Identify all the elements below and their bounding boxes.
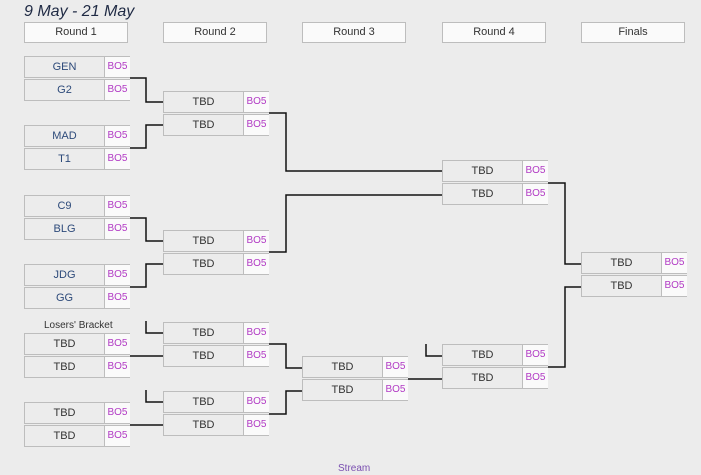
match-row[interactable]: C9 BO5: [24, 195, 130, 217]
format-badge: BO5: [243, 392, 269, 412]
format-badge: BO5: [243, 115, 269, 135]
team-name: TBD: [53, 361, 76, 373]
team-name: TBD: [610, 280, 633, 292]
format-badge: BO5: [104, 126, 130, 146]
format-badge: BO5: [243, 254, 269, 274]
team-name: TBD: [192, 258, 215, 270]
format-badge: BO5: [522, 345, 548, 365]
team-name: TBD: [192, 419, 215, 431]
format-badge: BO5: [382, 357, 408, 377]
format-badge: BO5: [243, 415, 269, 435]
match-row[interactable]: GEN BO5: [24, 56, 130, 78]
team-name: TBD: [53, 430, 76, 442]
team-name: TBD: [471, 188, 494, 200]
team-name: TBD: [192, 396, 215, 408]
team-name: TBD: [610, 257, 633, 269]
format-badge: BO5: [104, 288, 130, 308]
team-name: TBD: [471, 372, 494, 384]
format-badge: BO5: [104, 334, 130, 354]
date-range: 9 May - 21 May: [24, 3, 135, 20]
format-badge: BO5: [104, 426, 130, 446]
team-name: TBD: [331, 361, 354, 373]
match-row[interactable]: TBD BO5: [581, 275, 687, 297]
losers-bracket-label: Losers' Bracket: [44, 320, 113, 331]
team-name: TBD: [192, 119, 215, 131]
team-name: GEN: [52, 61, 77, 73]
match-row[interactable]: TBD BO5: [163, 345, 269, 367]
team-name: TBD: [331, 384, 354, 396]
format-badge: BO5: [243, 323, 269, 343]
format-badge: BO5: [104, 57, 130, 77]
match-row[interactable]: TBD BO5: [442, 160, 548, 182]
format-badge: BO5: [522, 368, 548, 388]
format-badge: BO5: [661, 253, 687, 273]
match-row[interactable]: TBD BO5: [163, 414, 269, 436]
match-row[interactable]: TBD BO5: [163, 322, 269, 344]
format-badge: BO5: [104, 80, 130, 100]
format-badge: BO5: [243, 346, 269, 366]
round-3-header: Round 3: [302, 22, 406, 43]
match-row[interactable]: TBD BO5: [302, 379, 408, 401]
match-row[interactable]: TBD BO5: [24, 333, 130, 355]
match-row[interactable]: TBD BO5: [442, 183, 548, 205]
stream-link[interactable]: Stream: [338, 463, 371, 474]
round-4-header: Round 4: [442, 22, 546, 43]
team-name: C9: [57, 200, 72, 212]
team-name: GG: [55, 292, 74, 304]
team-name: TBD: [53, 338, 76, 350]
match-row[interactable]: T1 BO5: [24, 148, 130, 170]
team-name: G2: [57, 84, 72, 96]
match-row[interactable]: TBD BO5: [24, 402, 130, 424]
team-name: TBD: [192, 350, 215, 362]
format-badge: BO5: [104, 196, 130, 216]
format-badge: BO5: [661, 276, 687, 296]
match-row[interactable]: TBD BO5: [163, 253, 269, 275]
format-badge: BO5: [104, 149, 130, 169]
round-2-header: Round 2: [163, 22, 267, 43]
match-row[interactable]: TBD BO5: [24, 356, 130, 378]
match-row[interactable]: TBD BO5: [163, 114, 269, 136]
match-row[interactable]: GG BO5: [24, 287, 130, 309]
format-badge: BO5: [243, 92, 269, 112]
team-name: TBD: [53, 407, 76, 419]
team-name: TBD: [471, 165, 494, 177]
format-badge: BO5: [104, 357, 130, 377]
team-name: TBD: [192, 96, 215, 108]
match-row[interactable]: TBD BO5: [163, 91, 269, 113]
team-name: TBD: [471, 349, 494, 361]
format-badge: BO5: [382, 380, 408, 400]
team-name: TBD: [192, 235, 215, 247]
team-name: BLG: [53, 223, 76, 235]
match-row[interactable]: MAD BO5: [24, 125, 130, 147]
format-badge: BO5: [104, 219, 130, 239]
match-row[interactable]: BLG BO5: [24, 218, 130, 240]
team-name: MAD: [52, 130, 77, 142]
format-badge: BO5: [243, 231, 269, 251]
team-name: TBD: [192, 327, 215, 339]
round-1-header: Round 1: [24, 22, 128, 43]
match-row[interactable]: JDG BO5: [24, 264, 130, 286]
finals-header: Finals: [581, 22, 685, 43]
match-row[interactable]: TBD BO5: [442, 367, 548, 389]
match-row[interactable]: TBD BO5: [163, 230, 269, 252]
match-row[interactable]: G2 BO5: [24, 79, 130, 101]
match-row[interactable]: TBD BO5: [302, 356, 408, 378]
format-badge: BO5: [522, 161, 548, 181]
team-name: T1: [58, 153, 71, 165]
match-row[interactable]: TBD BO5: [442, 344, 548, 366]
match-row[interactable]: TBD BO5: [581, 252, 687, 274]
format-badge: BO5: [104, 403, 130, 423]
team-name: JDG: [53, 269, 76, 281]
match-row[interactable]: TBD BO5: [24, 425, 130, 447]
format-badge: BO5: [522, 184, 548, 204]
format-badge: BO5: [104, 265, 130, 285]
match-row[interactable]: TBD BO5: [163, 391, 269, 413]
